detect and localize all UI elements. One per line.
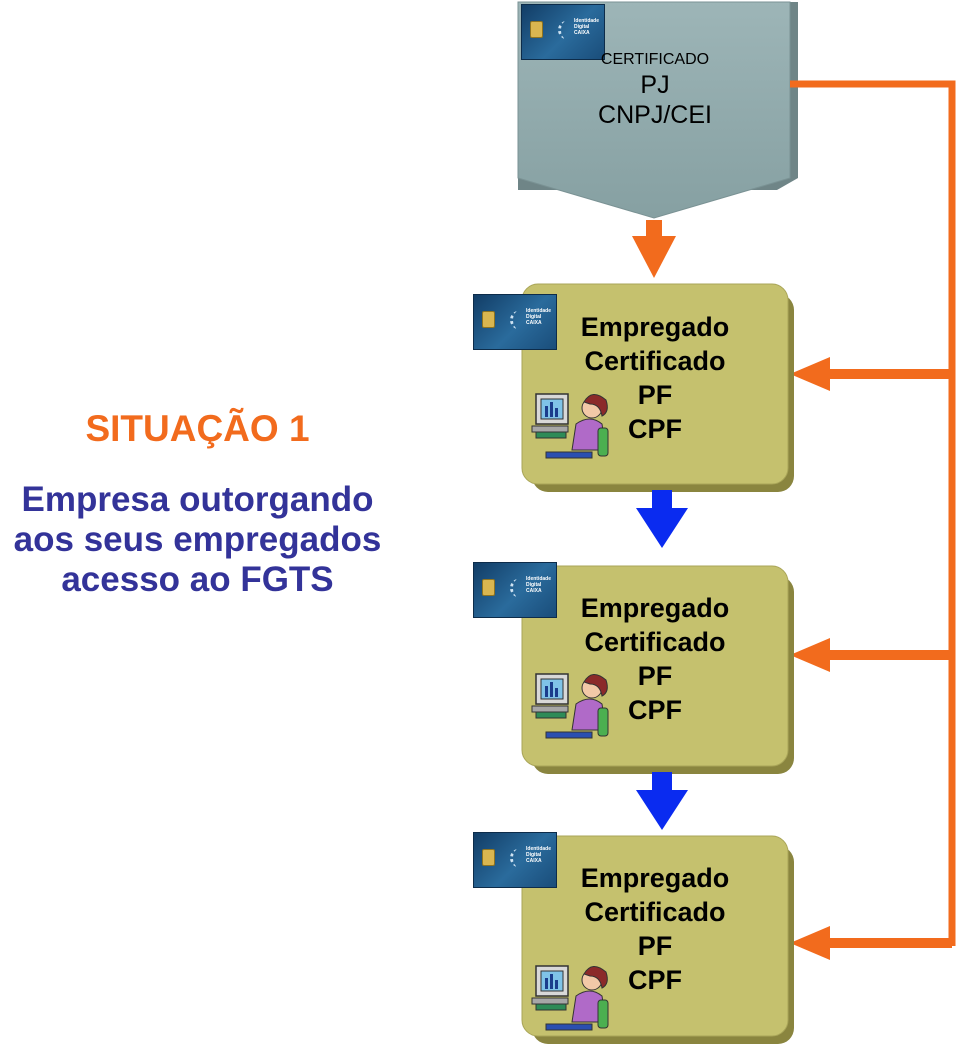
pj-box-text: CERTIFICADO PJ CNPJ/CEI [560,50,750,130]
description-line: Empresa outorgando [21,480,374,519]
person-id-label: CPF [628,965,682,995]
person-type-label: PF [637,931,673,961]
card-label-line: CAIXA [526,588,542,594]
card-label-line: Identidade [526,308,552,314]
blue-arrow-1 [636,490,688,548]
employee-label: Empregado [580,863,730,893]
certificate-label: Certificado [584,627,726,657]
card-label-line: Digital [526,314,542,320]
worker-at-computer-icon [531,393,609,459]
seal-icon [510,849,527,867]
person-id-label: CPF [628,414,682,444]
blue-arrow-2 [636,772,688,830]
description-line: acesso ao FGTS [61,560,334,599]
description-line: aos seus empregados [13,520,382,559]
employee-box-2-text: Empregado Certificado PF CPF [565,591,745,727]
card-label-line: Identidade [526,576,552,582]
id-card-icon: Identidade Digital CAIXA [473,294,557,350]
person-type-label: PF [637,661,673,691]
employee-label: Empregado [580,593,730,623]
situation-description: Empresa outorgando aos seus empregados a… [0,480,395,600]
id-card-icon: Identidade Digital CAIXA [473,832,557,888]
card-label-line: Identidade [574,18,600,24]
person-id-label: CPF [628,695,682,725]
chip-icon [482,849,495,866]
seal-icon [510,579,527,597]
card-label-line: Identidade [526,846,552,852]
card-label-line: Digital [526,582,542,588]
worker-at-computer-icon [531,673,609,739]
worker-at-computer-icon [531,965,609,1031]
employee-box-1-text: Empregado Certificado PF CPF [565,310,745,446]
card-label: Identidade Digital CAIXA [574,18,604,36]
id-card-icon: Identidade Digital CAIXA [473,562,557,618]
card-label-line: CAIXA [574,30,590,36]
employee-label: Empregado [580,312,730,342]
card-label-line: CAIXA [526,320,542,326]
seal-icon [510,311,527,329]
seal-icon [558,21,575,39]
certificate-label: Certificado [584,897,726,927]
chip-icon [482,579,495,596]
certificate-label: Certificado [584,346,726,376]
chip-icon [482,311,495,328]
chip-icon [530,21,543,38]
employee-box-3-text: Empregado Certificado PF CPF [565,861,745,997]
pj-type-label: PJ [640,71,670,99]
card-label-line: CAIXA [526,858,542,864]
id-card-icon: Identidade Digital CAIXA [521,4,605,60]
pj-certificate-label: CERTIFICADO [600,51,710,68]
card-label: Identidade Digital CAIXA [526,308,556,326]
pj-id-label: CNPJ/CEI [598,101,712,129]
card-label: Identidade Digital CAIXA [526,846,556,864]
card-label-line: Digital [574,24,590,30]
person-type-label: PF [637,380,673,410]
card-label-line: Digital [526,852,542,858]
orange-connector [632,80,956,960]
situation-title: SITUAÇÃO 1 [85,408,310,449]
card-label: Identidade Digital CAIXA [526,576,556,594]
